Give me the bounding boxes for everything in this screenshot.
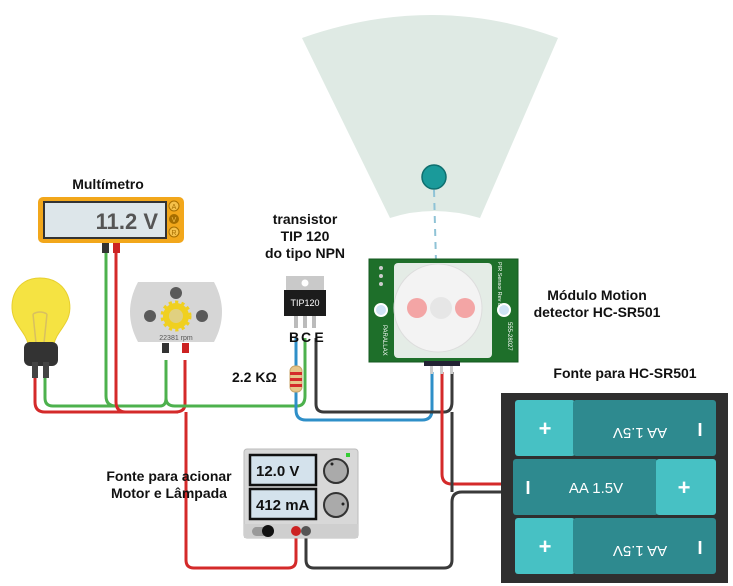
voltage-knob[interactable] <box>323 458 349 484</box>
cell-1-plus: + <box>539 416 552 441</box>
transistor-title-line1: transistor <box>272 211 338 227</box>
psu-title-line2: Motor e Lâmpada <box>111 485 227 501</box>
mount-hole-left <box>374 303 388 317</box>
wire-psu-black <box>304 490 504 570</box>
cc-led <box>346 453 350 457</box>
psu-voltage: 12.0 V <box>256 463 299 480</box>
cell-2-label: AA 1.5V <box>569 480 623 497</box>
psu-title-line1: Fonte para acionar <box>106 468 232 484</box>
psu-title: Fonte para acionar Motor e Lâmpada <box>98 468 240 502</box>
wire-emitter-black <box>314 338 454 414</box>
transistor-title-line3: do tipo NPN <box>264 245 346 261</box>
mode-v-label: V <box>172 217 177 224</box>
transistor-part: TIP120 <box>290 298 319 308</box>
multimeter-title: Multímetro <box>72 176 144 192</box>
pin-b-label: B <box>289 329 299 345</box>
sensor-partno: 555-28027 <box>506 322 512 351</box>
detected-object[interactable] <box>421 164 447 190</box>
cell-3-minus: I <box>697 538 702 558</box>
mount-hole-right <box>497 303 511 317</box>
mode-a-icon[interactable] <box>168 200 180 212</box>
transistor-title: transistor TIP 120 do tipo NPN <box>250 211 360 262</box>
psu-current: 412 mA <box>256 497 310 514</box>
battery-cell-3[interactable]: + AA 1.5V I <box>515 518 716 574</box>
sensor-brand: PARALLAX <box>381 325 387 356</box>
gear-icon <box>160 300 192 332</box>
battery-title: Fonte para HC-SR501 <box>553 365 697 381</box>
transistor-title-line2: TIP 120 <box>280 228 330 244</box>
motion-title-line1: Módulo Motion <box>547 287 647 303</box>
pir-sensor-hc-sr501[interactable]: PARALLAX PIR Sensor Rev B 555-28027 <box>368 258 519 374</box>
psu-negative-terminal[interactable] <box>301 526 311 536</box>
cell-1-label: AA 1.5V <box>613 424 667 441</box>
wire-psu-red <box>184 412 298 570</box>
wire-multimeter-red <box>114 252 178 414</box>
multimeter[interactable]: A V R 11.2 V <box>38 197 184 253</box>
current-knob[interactable] <box>323 492 349 518</box>
resistor-value: 2.2 KΩ <box>232 369 277 385</box>
multimeter-reading: 11.2 V <box>96 209 159 234</box>
motion-title-line2: detector HC-SR501 <box>533 304 661 320</box>
light-bulb[interactable] <box>11 277 71 378</box>
cell-3-label: AA 1.5V <box>613 542 667 559</box>
resistor[interactable] <box>289 365 303 393</box>
battery-cell-1[interactable]: + AA 1.5V I <box>515 400 716 456</box>
battery-pack[interactable]: + AA 1.5V I I AA 1.5V + + AA 1.5V I <box>501 393 728 583</box>
transistor-tip120[interactable]: TIP120 B C E <box>284 276 326 345</box>
motor-rpm: 22381 rpm <box>159 335 193 342</box>
mode-v-icon[interactable] <box>169 214 179 224</box>
pin-c-label: C <box>301 329 311 345</box>
battery-cell-2[interactable]: I AA 1.5V + <box>513 459 716 515</box>
dc-motor[interactable]: 22381 rpm <box>130 282 222 353</box>
pir-detection-zone <box>302 15 558 218</box>
bench-power-supply[interactable]: 12.0 V 412 mA <box>243 448 359 539</box>
cell-2-plus: + <box>678 475 691 500</box>
motion-module-title: Módulo Motion detector HC-SR501 <box>522 287 672 321</box>
mode-a-label: A <box>172 204 177 211</box>
psu-positive-terminal[interactable] <box>291 526 301 536</box>
cell-2-minus: I <box>525 478 530 498</box>
cell-3-plus: + <box>539 534 552 559</box>
mode-r-label: R <box>171 230 176 237</box>
pin-e-label: E <box>314 329 323 345</box>
sensor-model: PIR Sensor Rev B <box>496 262 502 307</box>
wire-base-blue <box>294 338 434 422</box>
mode-r-icon[interactable] <box>168 226 180 238</box>
cell-1-minus: I <box>697 420 702 440</box>
